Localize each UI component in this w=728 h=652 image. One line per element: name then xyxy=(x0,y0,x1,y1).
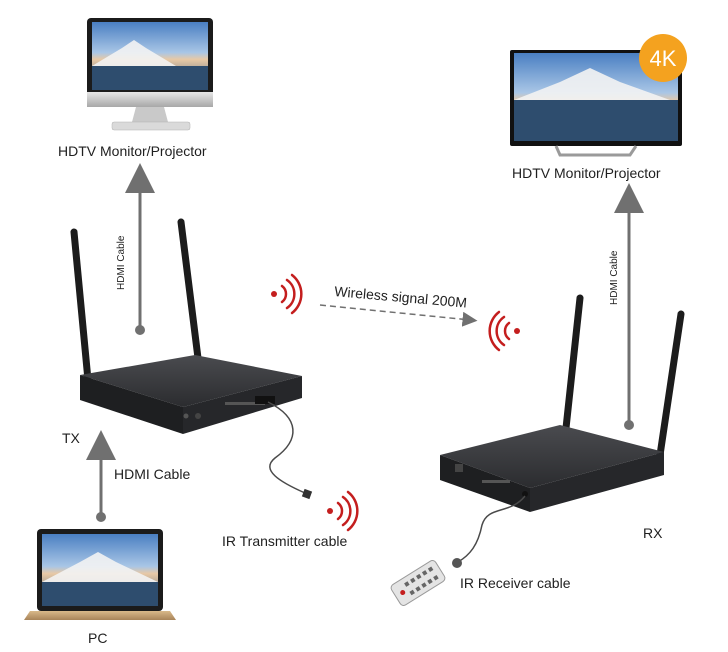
wireless-label: Wireless signal 200M xyxy=(334,283,468,311)
left-monitor xyxy=(87,18,213,131)
ir-receiver-cable xyxy=(452,495,526,568)
ir-transmitter-label: IR Transmitter cable xyxy=(222,533,348,549)
wireless-signal-icon-rx xyxy=(488,310,520,352)
left-monitor-label: HDTV Monitor/Projector xyxy=(58,143,207,159)
badge-4k xyxy=(639,34,687,82)
ir-receiver-label: IR Receiver cable xyxy=(460,575,571,591)
tx-device xyxy=(70,218,302,434)
hdmi-arrow-pc xyxy=(86,430,116,522)
wireless-signal-icon-tx xyxy=(271,273,303,315)
hdmi-arrow-right xyxy=(614,183,644,430)
badge-4k-text: 4K xyxy=(650,46,677,71)
pc-label: PC xyxy=(88,630,108,646)
hdmi-cable-label-pc: HDMI Cable xyxy=(114,466,191,482)
laptop xyxy=(24,529,176,620)
rx-label: RX xyxy=(643,525,663,541)
ir-transmitter-cable xyxy=(267,401,313,500)
remote-control xyxy=(390,560,446,606)
hdmi-cable-label-left: HDMI Cable xyxy=(116,235,127,290)
hdmi-cable-label-right: HDMI Cable xyxy=(609,250,620,305)
right-monitor-label: HDTV Monitor/Projector xyxy=(512,165,661,181)
wireless-arrow xyxy=(319,304,478,327)
ir-signal-icon xyxy=(327,490,359,532)
hdmi-arrow-left xyxy=(125,163,155,335)
tx-label: TX xyxy=(62,430,80,446)
rx-device xyxy=(440,294,685,512)
